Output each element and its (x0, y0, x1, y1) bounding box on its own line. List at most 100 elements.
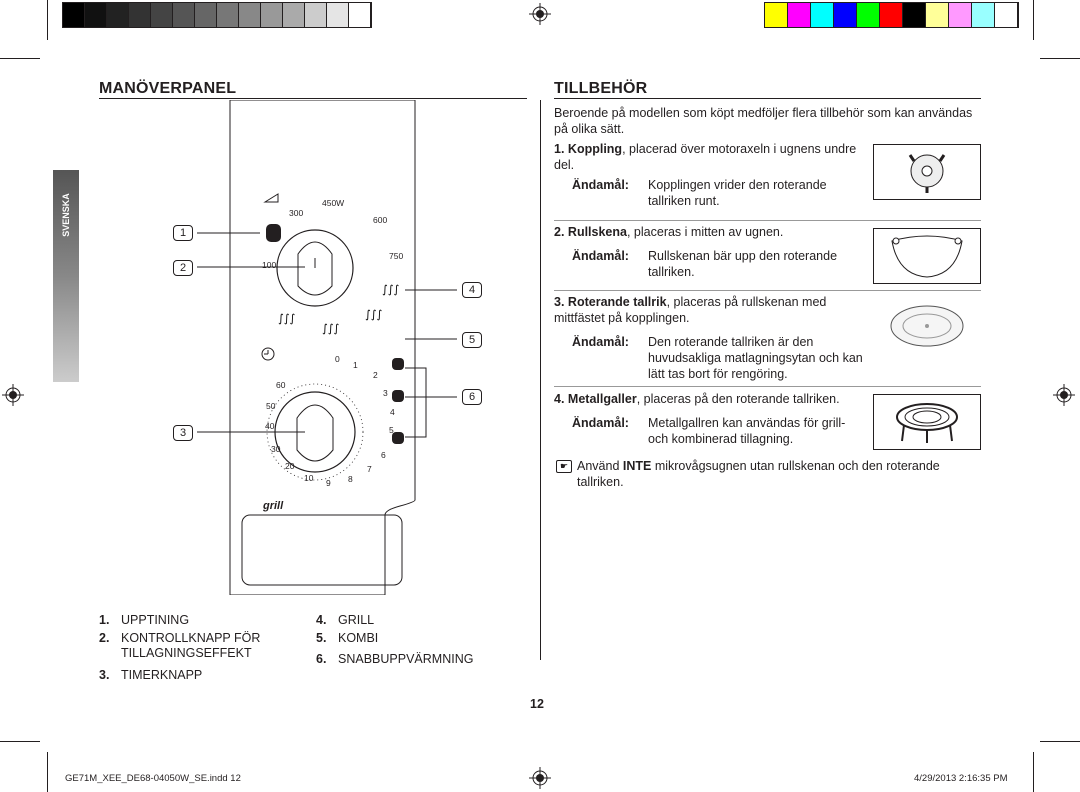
footer-timestamp: 4/29/2013 2:16:35 PM (914, 773, 1008, 784)
calibration-swatch (972, 3, 995, 27)
grill-label: grill (263, 500, 284, 512)
hand-pointer-icon: ☛ (556, 460, 572, 473)
power-dial (276, 229, 354, 307)
crop-mark (47, 0, 48, 40)
timer-label: 50 (266, 401, 276, 411)
crop-mark (0, 58, 40, 59)
crop-mark (1033, 0, 1034, 40)
calibration-swatch (261, 3, 283, 27)
title-underline (99, 98, 527, 99)
section-title-accessories: TILLBEHÖR (554, 80, 648, 97)
power-label: 750 (389, 251, 404, 261)
title-underline (554, 98, 981, 99)
calibration-swatch (129, 3, 151, 27)
registration-mark-icon (1053, 384, 1075, 406)
timer-label: 1 (353, 360, 358, 370)
calibration-swatch (811, 3, 834, 27)
item-separator (554, 386, 981, 387)
accessory-item-3: 3. Roterande tallrik, placeras på rullsk… (554, 295, 827, 325)
timer-label: 60 (276, 380, 286, 390)
timer-label: 20 (285, 461, 295, 471)
calibration-swatch (151, 3, 173, 27)
power-label: 450W (322, 198, 345, 208)
roller-ring-image (873, 228, 981, 284)
purpose-label: Ändamål: (572, 178, 629, 192)
legend-item: 1.UPPTINING (99, 613, 190, 627)
timer-label: 0 (335, 354, 340, 364)
calibration-swatch (765, 3, 788, 27)
registration-mark-icon (529, 3, 551, 25)
timer-label: 40 (265, 421, 275, 431)
registration-mark-icon (529, 767, 551, 789)
calibration-swatch (788, 3, 811, 27)
calibration-swatch (195, 3, 217, 27)
timer-label: 3 (383, 388, 388, 398)
timer-label: 10 (304, 473, 314, 483)
timer-label: 4 (390, 407, 395, 417)
power-label: 300 (289, 208, 304, 218)
registration-mark-icon (2, 384, 24, 406)
calibration-swatch (173, 3, 195, 27)
timer-label: 7 (367, 464, 372, 474)
legend-item: 3.TIMERKNAPP (99, 668, 203, 682)
svg-text:∫∫∫: ∫∫∫ (382, 283, 399, 296)
callout-3: 3 (173, 425, 193, 441)
language-tab-label: SVENSKA (61, 193, 71, 237)
calibration-swatch (85, 3, 107, 27)
color-calibration-bar (764, 2, 1019, 28)
legend-item: 6.SNABBUPPVÄRMNING (316, 652, 474, 666)
purpose-label: Ändamål: (572, 249, 629, 263)
section-title-control-panel: MANÖVERPANEL (99, 80, 237, 97)
coupler-image (873, 144, 981, 200)
calibration-swatch (63, 3, 85, 27)
timer-label: 6 (381, 450, 386, 460)
purpose-label: Ändamål: (572, 416, 629, 430)
legend-item: 5.KOMBI (316, 631, 379, 645)
calibration-swatch (995, 3, 1018, 27)
crop-mark (1033, 752, 1034, 792)
display-window (241, 514, 403, 586)
power-label: 600 (373, 215, 388, 225)
callout-4: 4 (462, 282, 482, 298)
calibration-swatch (857, 3, 880, 27)
timer-label: 30 (271, 444, 281, 454)
calibration-swatch (283, 3, 305, 27)
calibration-swatch (239, 3, 261, 27)
timer-label: 5 (389, 425, 394, 435)
svg-text:∫∫∫: ∫∫∫ (278, 312, 295, 325)
warning-note: Använd INTE mikrovågsugnen utan rullsken… (577, 459, 940, 489)
callout-6: 6 (462, 389, 482, 405)
purpose-text: Den roterande tallriken är den huvudsakl… (648, 335, 863, 381)
calibration-swatch (305, 3, 327, 27)
column-divider (540, 100, 541, 660)
crop-mark (47, 752, 48, 792)
callout-5: 5 (462, 332, 482, 348)
page-number: 12 (530, 697, 544, 711)
callout-1: 1 (173, 225, 193, 241)
grayscale-calibration-bar (62, 2, 372, 28)
calibration-swatch (834, 3, 857, 27)
purpose-text: Metallgallren kan användas för grill- oc… (648, 416, 846, 446)
crop-mark (1040, 741, 1080, 742)
accessory-item-2: 2. Rullskena, placeras i mitten av ugnen… (554, 225, 784, 239)
crop-mark (1040, 58, 1080, 59)
accessory-item-1: 1. Koppling, placerad över motoraxeln i … (554, 142, 857, 172)
calibration-swatch (217, 3, 239, 27)
callout-2: 2 (173, 260, 193, 276)
language-side-tab: SVENSKA (53, 170, 79, 382)
legend-item: TILLAGNINGSEFFEKT (121, 646, 252, 660)
item-separator (554, 220, 981, 221)
svg-text:∫∫∫: ∫∫∫ (322, 322, 339, 335)
purpose-text: Rullskenan bär upp den roterande tallrik… (648, 249, 838, 279)
legend-item: 4.GRILL (316, 613, 375, 627)
metal-rack-image (873, 394, 981, 450)
intro-text: Beroende på modellen som köpt medföljer … (554, 106, 973, 136)
panel-outline (229, 100, 416, 595)
calibration-swatch (107, 3, 129, 27)
timer-label: 8 (348, 474, 353, 484)
calibration-swatch (926, 3, 949, 27)
crop-mark (0, 741, 40, 742)
item-separator (554, 290, 981, 291)
footer-filename: GE71M_XEE_DE68-04050W_SE.indd 12 (65, 773, 241, 784)
calibration-swatch (349, 3, 371, 27)
